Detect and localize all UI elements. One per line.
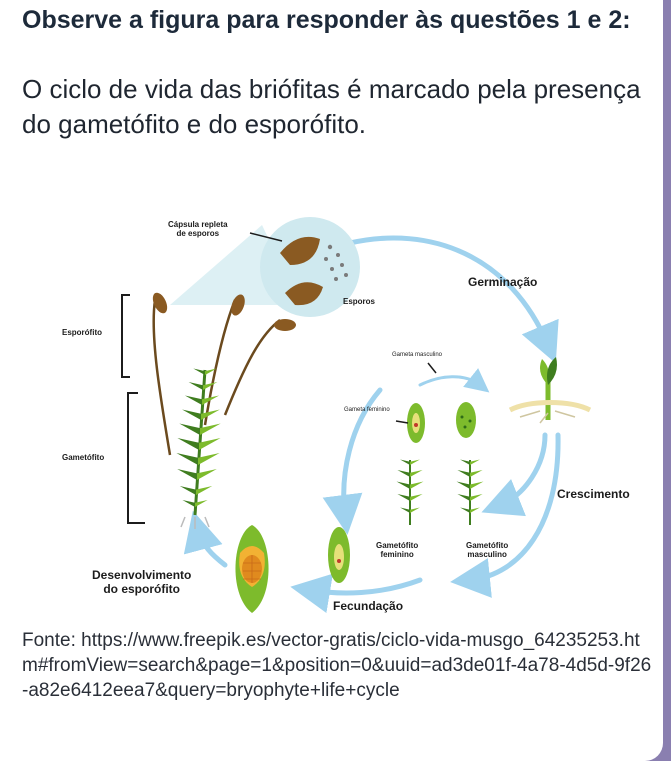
life-cycle-figure: Cápsula repleta de esporos Esporos Germi… <box>0 195 663 625</box>
gametophyte-label: Gametófito <box>62 453 105 462</box>
development-line2: do esporófito <box>103 582 181 596</box>
growth-label: Crescimento <box>557 487 630 501</box>
question-title: Observe a figura para responder às quest… <box>22 6 631 34</box>
development-label: Desenvolvimento do esporófito <box>92 568 191 596</box>
female-gametophyte-line1: Gametófito <box>376 541 419 550</box>
sporophyte-bracket <box>121 294 145 524</box>
male-gametophyte-label: Gametófito masculino <box>466 541 508 559</box>
fertilization-label: Fecundação <box>333 599 404 613</box>
female-gametophyte-line2: feminino <box>380 550 414 559</box>
label-pointers <box>249 232 437 424</box>
female-gametophyte-label: Gametófito feminino <box>376 541 418 559</box>
female-gamete-label: Gameta feminino <box>344 407 390 413</box>
male-gamete-label: Gameta masculino <box>392 352 443 358</box>
germination-label: Germinação <box>468 275 538 289</box>
germinating-sprout <box>508 357 592 424</box>
source-citation: Fonte: https://www.freepik.es/vector-gra… <box>22 630 652 701</box>
gametophyte-pair <box>396 459 484 525</box>
gamete-organs <box>328 402 476 583</box>
spores-label: Esporos <box>343 297 376 306</box>
life-cycle-illustration <box>121 217 592 614</box>
capsule-label-line1: Cápsula repleta <box>168 220 228 229</box>
capsule-label-line2: de esporos <box>176 229 220 238</box>
cycle-arrows <box>183 235 561 614</box>
question-intro: O ciclo de vida das briófitas é marcado … <box>22 74 641 139</box>
male-gametophyte-line2: masculino <box>467 550 507 559</box>
development-line1: Desenvolvimento <box>92 568 192 582</box>
male-gametophyte-line1: Gametófito <box>466 541 509 550</box>
developing-sporophyte <box>235 525 269 613</box>
capsule-zoom-bubble <box>170 217 360 317</box>
moss-plant <box>152 292 296 529</box>
capsule-label: Cápsula repleta de esporos <box>168 220 228 238</box>
sporophyte-label: Esporófito <box>62 328 102 337</box>
